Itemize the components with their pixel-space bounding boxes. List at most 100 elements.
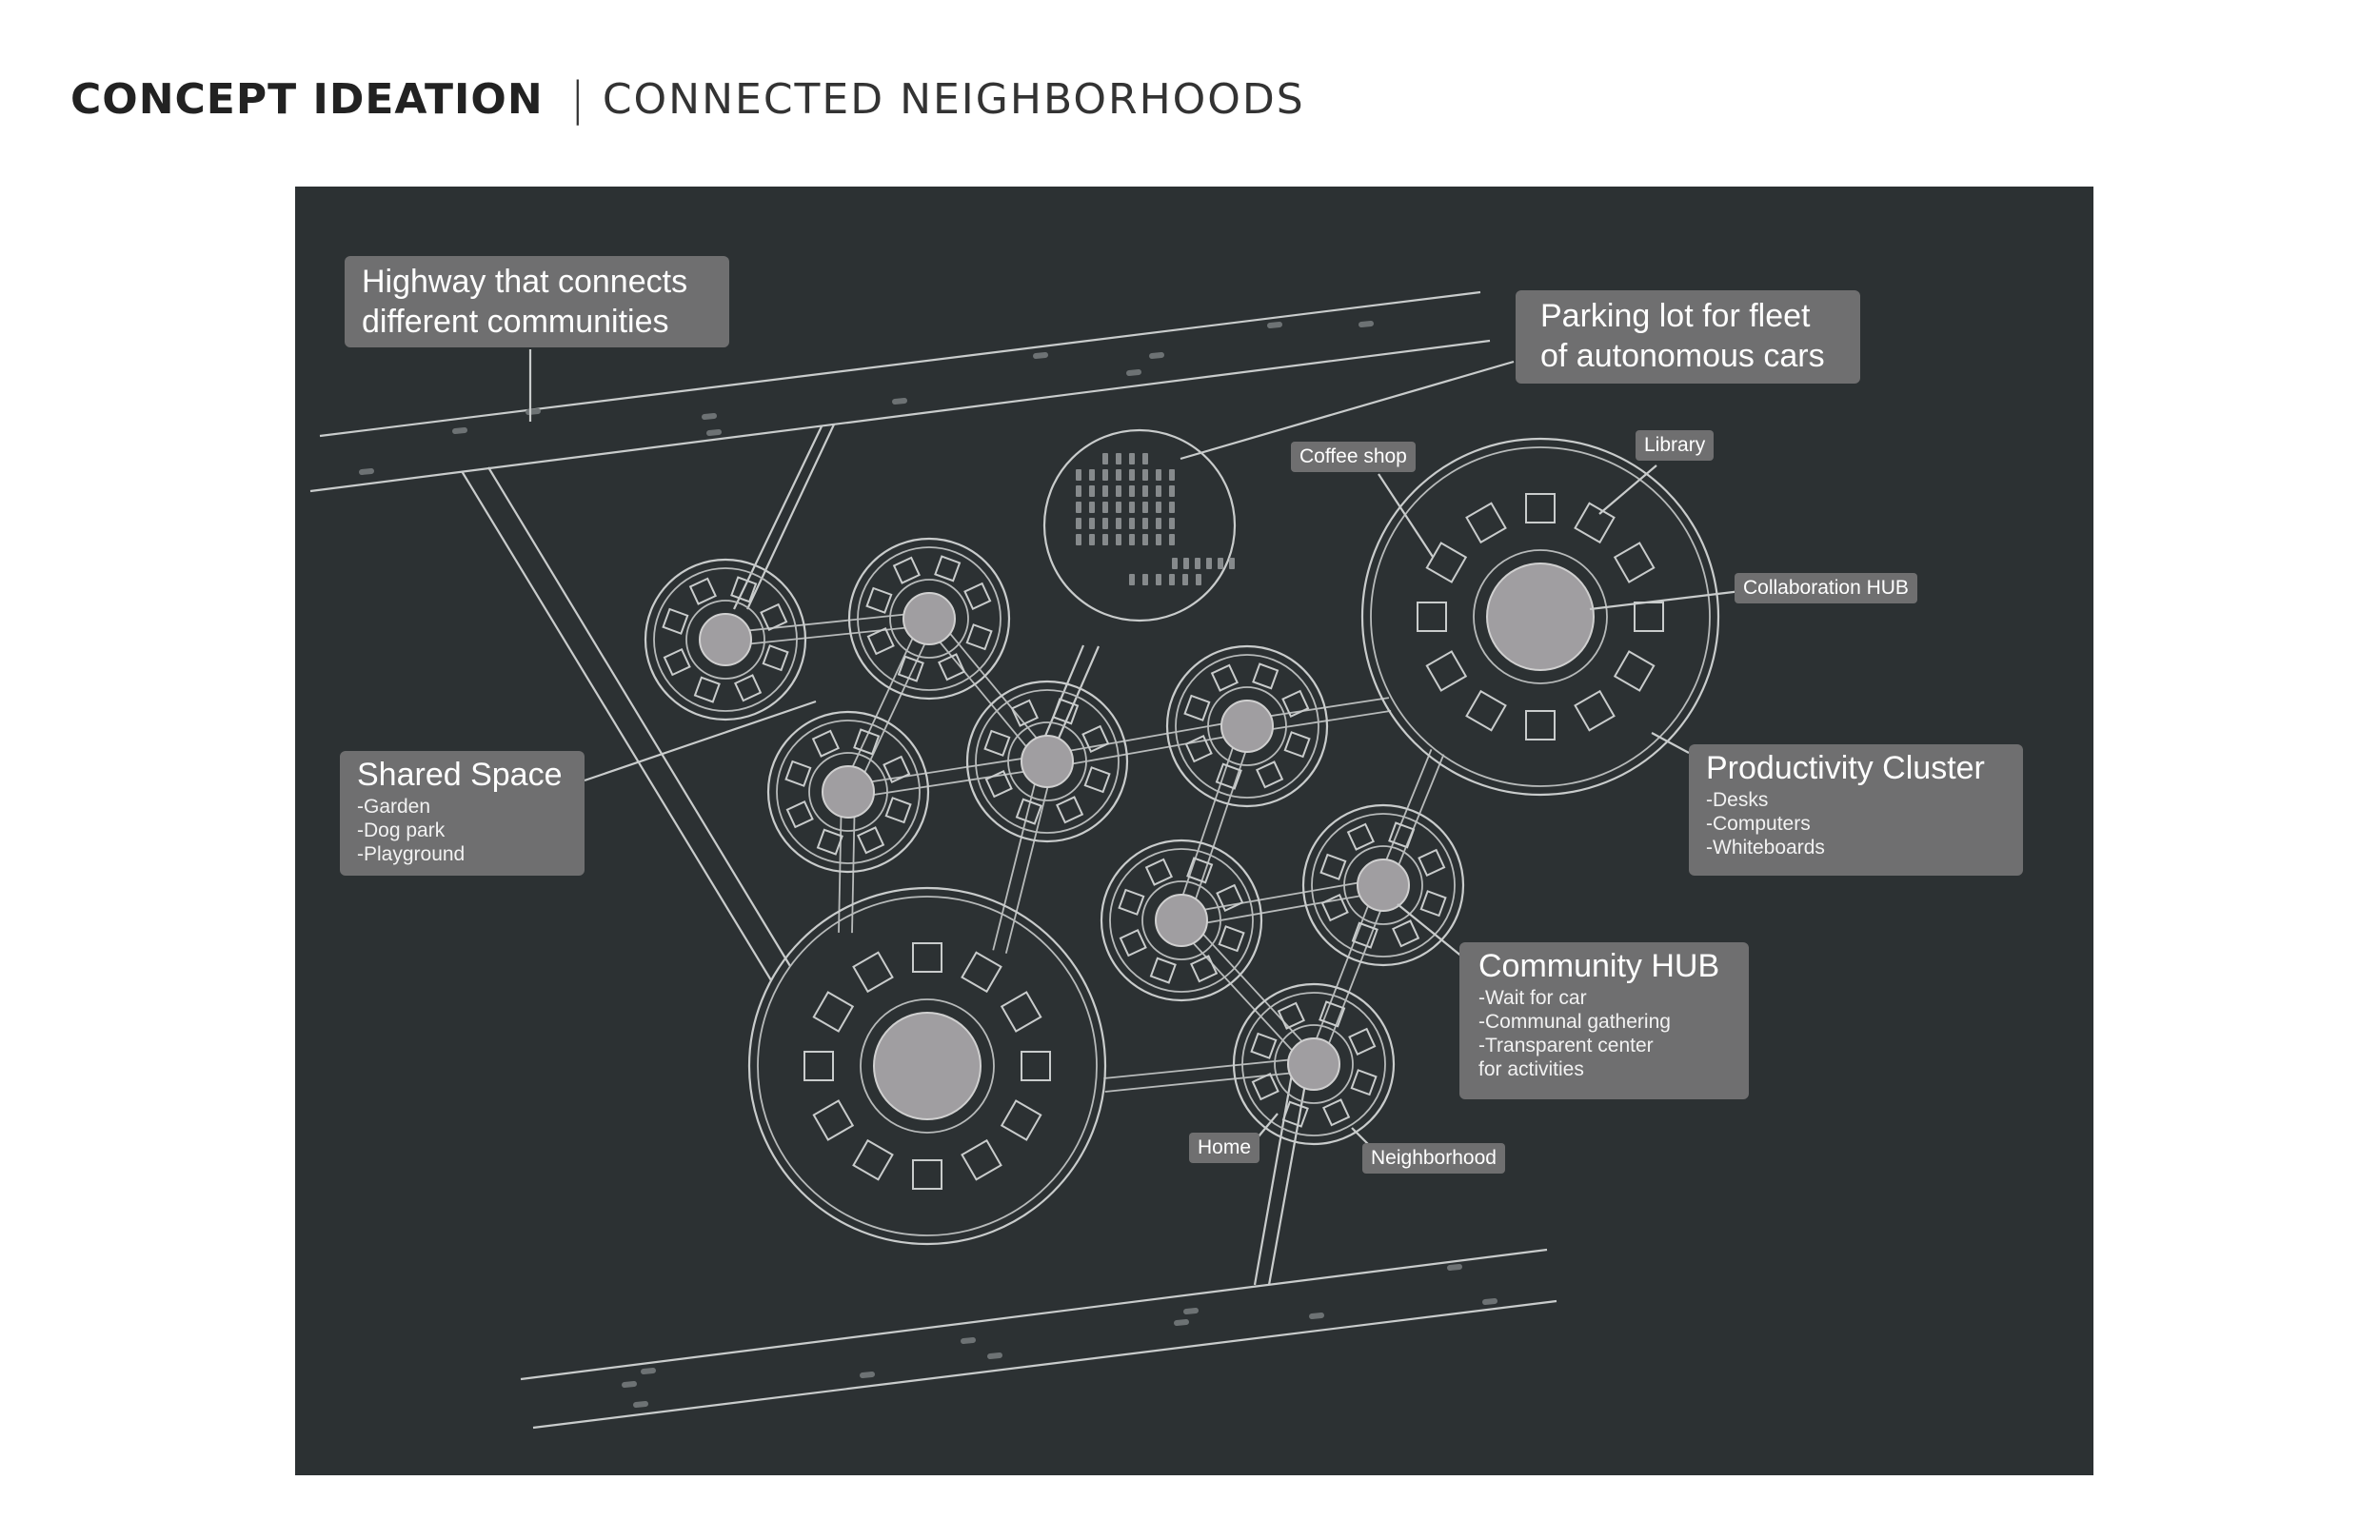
home-unit [1388, 821, 1416, 849]
link-road [846, 754, 1047, 786]
community-hub-circle [902, 592, 956, 645]
parking-slot [1102, 485, 1108, 497]
neighborhood-inner-ring [1311, 813, 1456, 958]
parking-slot [1206, 558, 1212, 569]
home-unit [857, 826, 885, 855]
parking-slot [1142, 502, 1148, 513]
parking-slot [1183, 558, 1189, 569]
home-unit [883, 755, 911, 783]
home-unit [897, 655, 924, 682]
home-unit [1281, 689, 1310, 718]
parking-slot [1076, 502, 1081, 513]
home-unit [1419, 890, 1447, 918]
neighborhood-inner-ring [1370, 446, 1711, 787]
neighborhood-inner-ring [1109, 848, 1254, 993]
parking-slot [1116, 534, 1121, 545]
shared-space-item: -Dog park [357, 819, 446, 841]
neighborhood-outer-ring [1165, 644, 1329, 808]
parking-slot [1076, 518, 1081, 529]
community-hub-circle [1155, 894, 1208, 947]
link-road [1306, 882, 1378, 1062]
parking-slot [1142, 518, 1148, 529]
parking-slot [1102, 453, 1108, 464]
home-unit [1083, 766, 1111, 794]
home-unit [1281, 1100, 1309, 1128]
home-unit [760, 602, 788, 631]
home-unit [1250, 1032, 1278, 1059]
parking-slot [1089, 469, 1095, 481]
home-unit [1277, 1001, 1305, 1030]
home-unit [1000, 1099, 1042, 1141]
car-dash [1126, 369, 1141, 376]
home-unit [1021, 1051, 1051, 1081]
link-road [1319, 887, 1391, 1067]
home-unit [1052, 698, 1080, 725]
home-unit [1418, 848, 1446, 877]
parking-slot [1129, 453, 1135, 464]
neighborhood-outer-ring [644, 558, 807, 721]
link-road [848, 767, 1049, 800]
neighborhood-outer-ring [747, 886, 1107, 1246]
title-main: CONCEPT IDEATION [70, 74, 544, 124]
productivity-item: -Computers [1706, 813, 1811, 835]
home-unit [1574, 502, 1616, 544]
home-unit [961, 951, 1002, 994]
home-unit [865, 586, 893, 614]
car-dash [1174, 1319, 1189, 1326]
parking-slot [1116, 518, 1121, 529]
home-unit [730, 576, 758, 603]
parking-slot [1169, 534, 1175, 545]
top-highway [309, 290, 1491, 493]
parking-slot [1142, 469, 1148, 481]
parking-slot [1156, 518, 1161, 529]
parking-slot [1129, 502, 1135, 513]
link-road [1182, 891, 1385, 928]
parking-slot [1076, 469, 1081, 481]
neighborhood-outer-ring [847, 537, 1011, 701]
home-unit [912, 1159, 942, 1190]
home-unit [1216, 883, 1244, 912]
car-dash [706, 429, 722, 436]
home-unit [983, 729, 1011, 757]
community-hub-callout: Community HUB -Wait for car -Communal ga… [1459, 942, 1749, 1099]
community-hub-circle [1287, 1037, 1340, 1091]
neighborhood-outer-ring [965, 680, 1129, 843]
home-unit [1056, 796, 1084, 824]
home-unit [1252, 662, 1279, 690]
home-unit [1283, 731, 1311, 759]
shared-space-callout: Shared Space -Garden -Dog park -Playgrou… [340, 751, 585, 876]
neighborhood-inner-ring [1241, 992, 1386, 1136]
home-unit [1149, 957, 1177, 984]
parking-slot [1116, 485, 1121, 497]
home-unit [1010, 699, 1039, 727]
car-dash [1447, 1264, 1462, 1271]
home-unit [892, 556, 921, 584]
neighborhood-clusters [644, 437, 1720, 1246]
hub-ring [1343, 845, 1423, 925]
parking-slot [1089, 534, 1095, 545]
home-unit [1465, 502, 1507, 544]
home-unit [1186, 857, 1214, 884]
neighborhood-inner-ring [857, 546, 1002, 691]
home-unit [1215, 762, 1242, 790]
home-unit [1351, 921, 1378, 949]
home-unit [1015, 798, 1042, 825]
home-unit [811, 729, 840, 758]
neighborhood-outer-ring [1100, 839, 1263, 1002]
home-unit [866, 627, 895, 656]
link-road [933, 613, 1054, 759]
productivity-callout: Productivity Cluster -Desks -Computers -… [1689, 744, 2023, 876]
highway-callout-text: Highway that connects different communit… [362, 264, 688, 340]
home-unit [1210, 663, 1239, 692]
parking-slot [1196, 574, 1201, 585]
home-unit [938, 653, 966, 681]
parking-slot [1169, 469, 1175, 481]
parking-slot [1156, 574, 1161, 585]
parking-slot [1156, 469, 1161, 481]
link-road [1180, 878, 1382, 915]
parking-slot [1116, 453, 1121, 464]
parking-slot [1169, 485, 1175, 497]
car-dash [641, 1368, 656, 1374]
car-dash [622, 1381, 637, 1388]
parking-slot [1129, 534, 1135, 545]
